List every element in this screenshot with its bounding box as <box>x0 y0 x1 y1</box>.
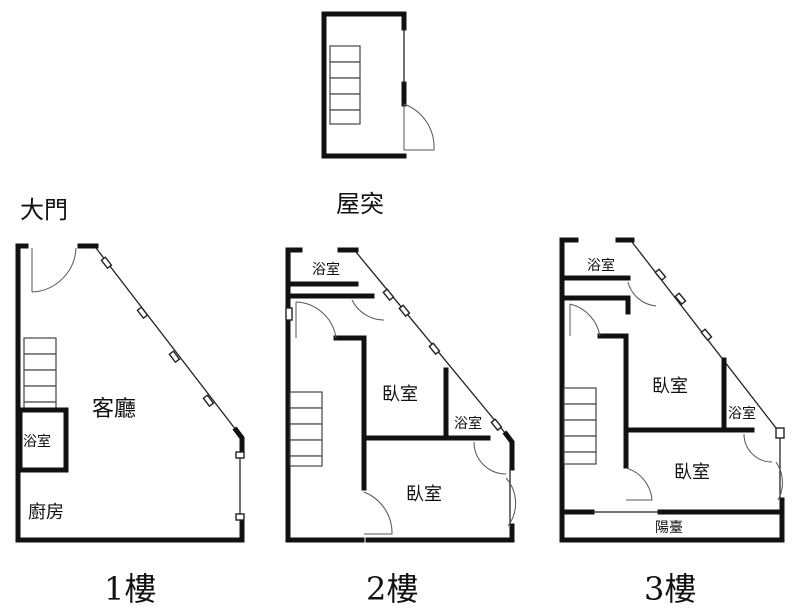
floor2-plan <box>285 247 517 543</box>
floor3-doors <box>569 281 783 501</box>
roof-stairs <box>329 45 361 125</box>
roof-plan <box>321 11 435 159</box>
living-room-label: 客廳 <box>92 397 136 422</box>
floor2-windows <box>285 288 503 432</box>
floor3-windows <box>654 268 785 439</box>
floor2-bedroom-upper-label: 臥室 <box>382 384 418 405</box>
entrance-label: 大門 <box>20 196 68 224</box>
balcony-label: 陽臺 <box>655 520 683 536</box>
floor3-bedroom-lower-label: 臥室 <box>674 462 710 483</box>
floor2-bathroom-small-label: 浴室 <box>454 415 482 432</box>
floor3-stairs <box>563 387 597 465</box>
main-door <box>31 247 77 293</box>
floor3-label: 3樓 <box>644 570 696 608</box>
floor1-stairs <box>23 337 57 411</box>
floor3-plan <box>559 237 785 543</box>
floor2-doors <box>295 299 517 535</box>
floor1-bathroom-label: 浴室 <box>23 433 51 450</box>
floor3-bedroom-upper-label: 臥室 <box>652 376 688 397</box>
floor1-windows <box>100 256 245 521</box>
kitchen-label: 廚房 <box>28 501 64 523</box>
floor3-bathroom-top-label: 浴室 <box>587 257 615 274</box>
floor2-bedroom-lower-label: 臥室 <box>406 484 442 505</box>
floor2-label: 2樓 <box>366 570 418 608</box>
floor2-bathroom-top-label: 浴室 <box>312 261 340 278</box>
floor3-bathroom-small-label: 浴室 <box>728 405 756 422</box>
roof-door <box>403 103 435 151</box>
floor2-stairs <box>289 391 323 467</box>
roof-label: 屋突 <box>336 190 384 218</box>
floor1-label: 1樓 <box>104 570 156 608</box>
floor1-plan <box>15 243 245 543</box>
